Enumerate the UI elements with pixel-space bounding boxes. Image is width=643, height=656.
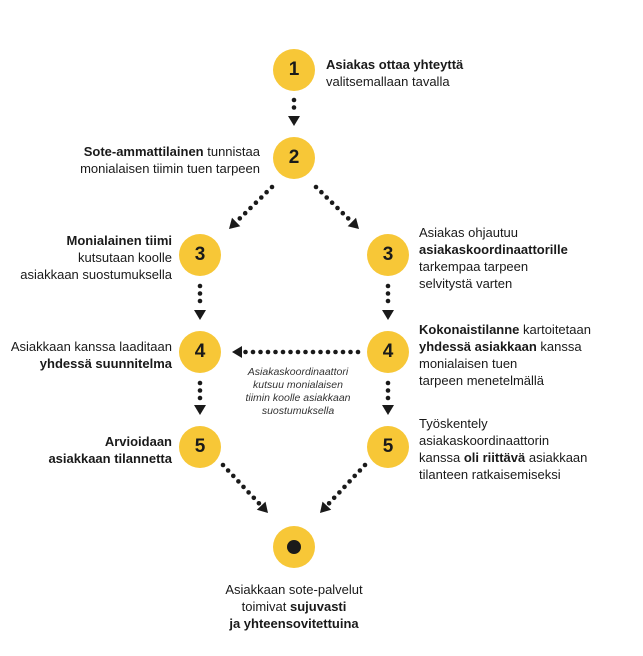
step-5-right-desc-2: asiakaskoordinaattorin — [419, 433, 550, 448]
step-1-text: Asiakas ottaa yhteyttä valitsemallaan ta… — [326, 56, 526, 90]
step-4-left-node: 4 — [179, 331, 221, 373]
step-1-node: 1 — [273, 49, 315, 91]
conn-2-3-right — [313, 184, 359, 229]
step-4-left-desc: Asiakkaan kanssa laaditaan — [10, 339, 172, 354]
end-title-2: ja yhteensovitettuina — [229, 616, 359, 631]
step-2-desc-1: tunnistaa — [203, 144, 260, 159]
conn-5-left-end — [220, 462, 268, 513]
step-5-right-desc-4: tilanteen ratkaisemiseksi — [419, 467, 561, 482]
step-3-left-text: Monialainen tiimi kutsutaan koolle asiak… — [0, 232, 172, 283]
step-3-left-title: Monialainen tiimi — [66, 233, 172, 248]
step-5-right-desc-3a: kanssa — [419, 450, 464, 465]
conn-3-4-right-arrowhead — [382, 310, 394, 320]
step-3-left-desc-1: kutsutaan koolle — [78, 250, 172, 265]
step-5-right-text: Työskentely asiakaskoordinaattorin kanss… — [419, 415, 643, 483]
step-4-right-node: 4 — [367, 331, 409, 373]
conn-1-2 — [288, 97, 300, 126]
conn-5-right-end-arrowhead — [320, 501, 332, 513]
step-2-number: 2 — [288, 147, 300, 168]
step-4-right-desc-1: kartoitetaan — [519, 322, 591, 337]
step-5-right-desc-3b: asiakkaan — [525, 450, 588, 465]
step-5-left-node: 5 — [179, 426, 221, 468]
step-2-text: Sote-ammattilainen tunnistaa monialaisen… — [30, 143, 260, 177]
end-desc-2: toimivat — [241, 599, 291, 614]
connector-note-line-2: kutsuu monialaisen — [253, 379, 343, 391]
conn-5-left-end-arrowhead — [256, 501, 268, 513]
step-4-left-text: Asiakkaan kanssa laaditaan yhdessä suunn… — [0, 338, 172, 372]
step-4-right-desc-3: monialaisen tuen — [419, 356, 518, 371]
step-4-right-text: Kokonaistilanne kartoitetaan yhdessä asi… — [419, 321, 643, 389]
step-1-desc: valitsemallaan tavalla — [326, 74, 450, 89]
step-3-left-node: 3 — [179, 234, 221, 276]
conn-1-2-arrowhead — [288, 116, 300, 126]
step-5-left-title-2: asiakkaan tilannetta — [48, 451, 172, 466]
step-3-right-title: asiakaskoordinaattorille — [419, 242, 568, 257]
conn-3-4-right — [382, 283, 394, 320]
step-5-right-title: oli riittävä — [463, 450, 526, 465]
step-5-left-text: Arvioidaan asiakkaan tilannetta — [0, 433, 172, 467]
step-5-left-number: 5 — [194, 436, 206, 457]
connector-note-line-3: tiimin koolle asiakkaan — [245, 392, 351, 404]
step-3-left-number: 3 — [194, 244, 206, 265]
step-3-right-text: Asiakas ohjautuu asiakaskoordinaattorill… — [419, 224, 639, 292]
conn-4-right-to-left — [232, 346, 361, 358]
step-2-title: Sote-ammattilainen — [83, 144, 204, 159]
end-desc-1: Asiakkaan sote-palvelut — [225, 582, 363, 597]
step-4-right-title-2: yhdessä asiakkaan — [419, 339, 537, 354]
step-4-right-desc-2: kanssa — [536, 339, 582, 354]
conn-3-4-left-arrowhead — [194, 310, 206, 320]
step-4-right-title-1: Kokonaistilanne — [419, 322, 520, 337]
conn-2-3-left-arrowhead — [229, 217, 241, 229]
step-3-right-desc-2: tarkempaa tarpeen — [419, 259, 529, 274]
step-5-right-desc-1: Työskentely — [419, 416, 488, 431]
conn-3-4-left — [194, 283, 206, 320]
connector-note-line-4: suostumuksella — [261, 405, 335, 417]
step-5-right-number: 5 — [382, 436, 394, 457]
step-3-right-desc-3: selvitystä varten — [419, 276, 513, 291]
step-2-desc-2: monialaisen tiimin tuen tarpeen — [80, 161, 260, 176]
step-3-right-number: 3 — [382, 244, 394, 265]
conn-4-5-left-arrowhead — [194, 405, 206, 415]
step-2-node: 2 — [273, 137, 315, 179]
step-5-right-node: 5 — [367, 426, 409, 468]
step-4-right-desc-4: tarpeen menetelmällä — [419, 373, 545, 388]
step-5-left-title-1: Arvioidaan — [104, 434, 172, 449]
end-dot-icon — [287, 540, 301, 554]
step-3-right-node: 3 — [367, 234, 409, 276]
conn-4-5-left — [194, 380, 206, 415]
step-4-left-number: 4 — [194, 341, 206, 362]
step-3-left-desc-2: asiakkaan suostumuksella — [20, 267, 172, 282]
step-1-title: Asiakas ottaa yhteyttä — [326, 57, 464, 72]
end-node — [273, 526, 315, 568]
conn-4-5-right-arrowhead — [382, 405, 394, 415]
step-1-number: 1 — [288, 59, 300, 80]
conn-4-5-right — [382, 380, 394, 415]
end-text: Asiakkaan sote-palvelut toimivat sujuvas… — [190, 581, 398, 632]
step-4-left-title: yhdessä suunnitelma — [39, 356, 172, 371]
conn-4-right-to-left-arrowhead — [232, 346, 242, 358]
conn-2-3-right-arrowhead — [347, 217, 359, 229]
step-3-right-desc-1: Asiakas ohjautuu — [419, 225, 519, 240]
connector-note: Asiakaskoordinaattori kutsuu monialaisen… — [230, 366, 366, 418]
conn-5-right-end — [320, 462, 368, 513]
connector-note-line-1: Asiakaskoordinaattori — [247, 366, 349, 378]
step-4-right-number: 4 — [382, 341, 394, 362]
conn-2-3-left — [229, 184, 275, 229]
end-title-1: sujuvasti — [290, 599, 347, 614]
